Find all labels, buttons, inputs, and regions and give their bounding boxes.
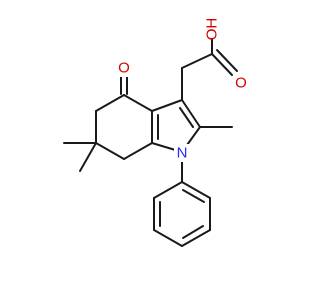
bond-c6-c7	[95, 142, 125, 160]
bond-c4-c3a	[123, 94, 153, 112]
phenyl-bond-1	[181, 181, 211, 199]
nitrogen-label: N	[177, 145, 188, 162]
nitrogen-bg	[174, 144, 190, 162]
gem-dimethyl	[63, 142, 97, 172]
hydroxyl-bg	[197, 20, 229, 38]
acid-oxygen-bg	[233, 74, 249, 92]
bond-c7-c7a	[123, 142, 153, 160]
phenyl-inner-bond-2	[182, 225, 204, 239]
hydroxyl-label: OH	[204, 18, 221, 41]
phenyl-ring	[153, 151, 211, 247]
phenyl-bond-3	[181, 229, 211, 247]
bond-c-o-1	[211, 53, 233, 76]
bond-c3a-c3	[151, 99, 183, 112]
carbonyl-oxygen-label: O	[118, 60, 130, 77]
acid-oxygen-label: O	[235, 75, 247, 92]
bond-c3-c2-inner	[179, 107, 194, 128]
acetic-acid-group	[181, 37, 238, 101]
molecule-structure: O OH O N	[63, 17, 249, 247]
bond-c6-methyl-2	[79, 142, 97, 172]
bond-c-o-2	[216, 49, 238, 72]
bond-c4-c5	[95, 94, 125, 112]
carbonyl-oxygen-bg	[116, 59, 132, 77]
ketone-group	[120, 74, 128, 95]
bond-c3-c2	[181, 99, 201, 128]
phenyl-inner-bond-1	[182, 189, 205, 203]
bond-ch2-cooh	[181, 53, 213, 69]
atom-labels: O OH O N	[116, 18, 249, 162]
phenyl-bond-4	[153, 229, 183, 247]
phenyl-bond-6	[153, 181, 183, 199]
cyclohexenone-ring	[95, 94, 159, 160]
